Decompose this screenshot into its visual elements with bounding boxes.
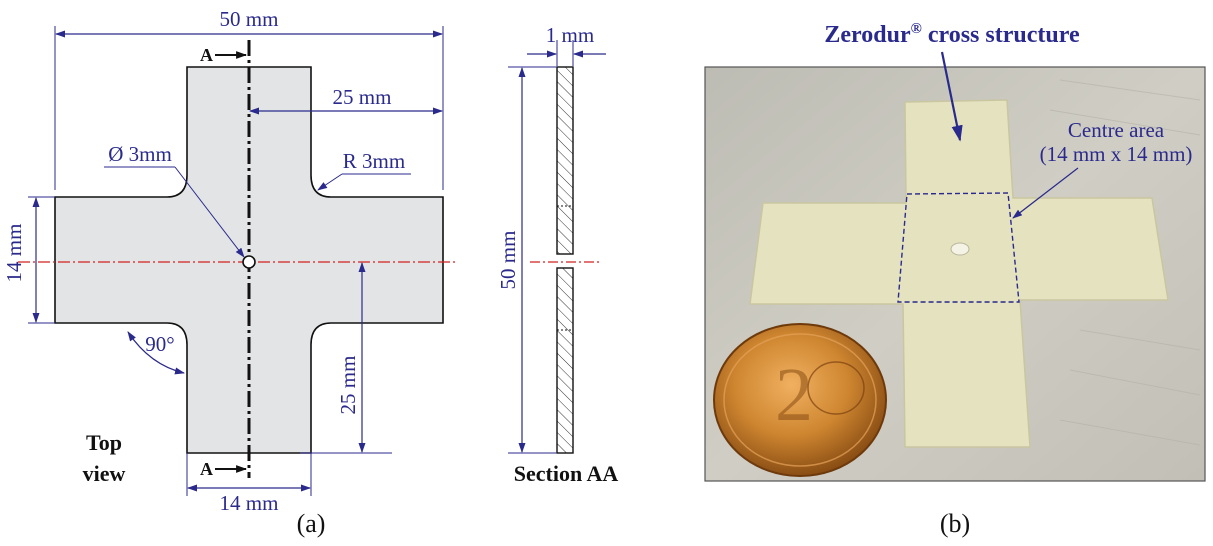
- section-title: Section AA: [514, 461, 619, 486]
- section-marker-bottom: A: [200, 459, 213, 479]
- caption-a: (a): [297, 509, 326, 538]
- svg-text:2: 2: [775, 353, 813, 437]
- top-view-label-line2: view: [83, 461, 126, 486]
- section-part-upper: [556, 66, 574, 255]
- section-view-drawing: 1 mm 50 mm Section AA: [496, 23, 618, 486]
- title-arrow: [940, 51, 963, 142]
- dim-overall-width: 50 mm: [54, 7, 444, 190]
- center-hole: [242, 255, 256, 269]
- dim-arm-length-right: 25 mm: [249, 85, 443, 115]
- dim-arm-width-left: 14 mm: [2, 196, 55, 324]
- section-marker-top: A: [200, 45, 213, 65]
- dim-arm-length-lower: 25 mm: [300, 262, 392, 454]
- dim-height: 50 mm: [496, 66, 557, 454]
- photo-center-hole: [950, 242, 970, 256]
- dim-height-label: 50 mm: [496, 231, 520, 290]
- dim-thickness: 1 mm: [527, 23, 606, 66]
- centre-area-box: [897, 192, 1020, 303]
- coin: 2: [713, 323, 887, 477]
- dim-arm-width-left-label: 14 mm: [2, 224, 26, 283]
- dim-hole-diameter: Ø 3mm: [104, 142, 245, 258]
- zerodur-cross: [749, 99, 1169, 448]
- dim-angle: 90°: [127, 331, 185, 375]
- dim-arm-width-bottom: 14 mm: [186, 453, 312, 515]
- dim-angle-label: 90°: [145, 332, 174, 356]
- dim-hole-diameter-label: Ø 3mm: [108, 142, 172, 166]
- dim-overall-width-label: 50 mm: [220, 7, 279, 31]
- dim-arm-width-bottom-label: 14 mm: [220, 491, 279, 515]
- dim-thickness-label: 1 mm: [546, 23, 594, 47]
- photo-panel: Zerodur® cross structure 2: [704, 21, 1206, 482]
- photo-title: Zerodur® cross structure: [824, 21, 1080, 48]
- dim-corner-radius: R 3mm: [317, 149, 411, 191]
- dim-corner-radius-label: R 3mm: [343, 149, 405, 173]
- top-view-drawing: A A 50 mm 25 mm Ø 3mm R 3mm: [2, 7, 458, 515]
- dim-arm-length-lower-label: 25 mm: [336, 356, 360, 415]
- dim-arm-length-right-label: 25 mm: [333, 85, 392, 109]
- centre-area-arrow: [1012, 167, 1079, 219]
- caption-b: (b): [940, 509, 970, 538]
- top-view-label-line1: Top: [86, 430, 122, 455]
- photo-background-texture: [1049, 79, 1201, 446]
- centre-area-label-line2: (14 mm x 14 mm): [1040, 142, 1193, 166]
- section-part-lower: [556, 267, 574, 454]
- centre-area-label-line1: Centre area: [1068, 118, 1165, 142]
